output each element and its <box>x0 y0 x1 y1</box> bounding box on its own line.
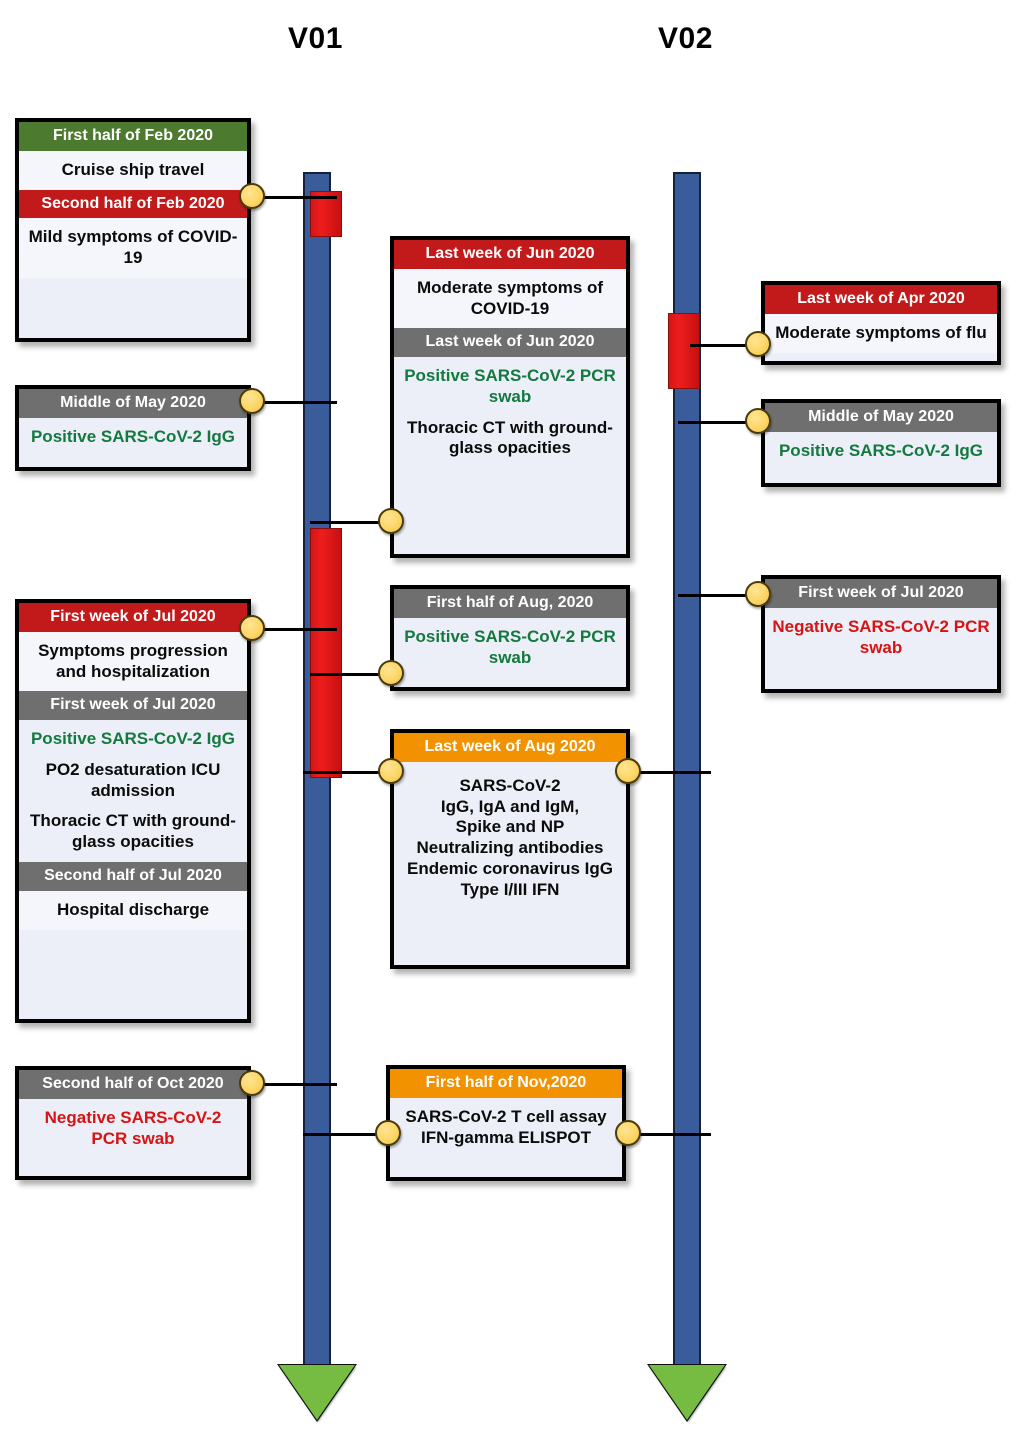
connector-node-mid-aug-last-right[interactable] <box>615 758 641 784</box>
connector-node-v01-feb[interactable] <box>239 183 265 209</box>
arrow-head-v02 <box>649 1365 725 1420</box>
card-body-assays: SARS-CoV-2 IgG, IgA and IgM, Spike and N… <box>394 761 626 910</box>
card-body-results: Positive SARS-CoV-2 PCR swab Thoracic CT… <box>394 357 626 469</box>
card-v01-feb[interactable]: First half of Feb 2020 Cruise ship trave… <box>15 118 251 342</box>
card-header-date: Middle of May 2020 <box>765 403 997 432</box>
connector-node-mid-aug-last-left[interactable] <box>378 758 404 784</box>
connector-node-mid-nov-left[interactable] <box>375 1120 401 1146</box>
connector-mid-jun <box>310 521 395 524</box>
connector-v01-feb <box>252 196 337 199</box>
card-v02-apr[interactable]: Last week of Apr 2020 Moderate symptoms … <box>761 281 1001 365</box>
card-header-date: First week of Jul 2020 <box>765 579 997 608</box>
timeline-segment-v01-jun-jul-illness <box>310 528 342 778</box>
card-header-date: First half of Nov,2020 <box>390 1069 622 1098</box>
card-body-event: Mild symptoms of COVID-19 <box>19 218 247 278</box>
card-v01-jul[interactable]: First week of Jul 2020 Symptoms progress… <box>15 599 251 1023</box>
card-body-event: Cruise ship travel <box>19 150 247 190</box>
card-body-event: Hospital discharge <box>19 890 247 930</box>
connector-v01-may <box>252 401 337 404</box>
connector-node-v02-may[interactable] <box>745 408 771 434</box>
card-mid-nov[interactable]: First half of Nov,2020 SARS-CoV-2 T cell… <box>386 1065 626 1181</box>
timeline-segment-v02-apr-flu <box>668 313 700 389</box>
connector-node-mid-aug-first[interactable] <box>378 660 404 686</box>
card-v01-oct[interactable]: Second half of Oct 2020 Negative SARS-Co… <box>15 1066 251 1180</box>
card-body-result: Positive SARS-CoV-2 PCR swab <box>394 617 626 678</box>
card-v02-jul[interactable]: First week of Jul 2020 Negative SARS-CoV… <box>761 575 1001 693</box>
card-header-date: Last week of Jun 2020 <box>394 328 626 358</box>
arrow-head-v01 <box>279 1365 355 1420</box>
connector-mid-aug-last-right <box>621 771 711 774</box>
card-header-date: First half of Aug, 2020 <box>394 589 626 618</box>
connector-v02-may <box>678 421 775 424</box>
connector-node-v02-jul[interactable] <box>745 581 771 607</box>
connector-mid-aug-first <box>310 673 395 676</box>
card-header-date: Second half of Oct 2020 <box>19 1070 247 1099</box>
connector-v02-apr <box>690 344 775 347</box>
card-body-result: Negative SARS-CoV-2 PCR swab <box>19 1098 247 1159</box>
card-header-date: Second half of Feb 2020 <box>19 189 247 219</box>
card-header-date: Last week of Jun 2020 <box>394 240 626 269</box>
connector-node-v01-oct[interactable] <box>239 1070 265 1096</box>
card-mid-aug-last[interactable]: Last week of Aug 2020 SARS-CoV-2 IgG, Ig… <box>390 729 630 969</box>
connector-node-v02-apr[interactable] <box>745 331 771 357</box>
card-v02-may[interactable]: Middle of May 2020 Positive SARS-CoV-2 I… <box>761 399 1001 487</box>
column-title-v01: V01 <box>288 22 343 55</box>
card-mid-aug-first[interactable]: First half of Aug, 2020 Positive SARS-Co… <box>390 585 630 691</box>
connector-node-v01-jul[interactable] <box>239 615 265 641</box>
card-body-result: Positive SARS-CoV-2 IgG <box>19 417 247 457</box>
card-body-results: Positive SARS-CoV-2 IgG PO2 desaturation… <box>19 720 247 862</box>
card-header-date: Last week of Apr 2020 <box>765 285 997 314</box>
connector-mid-nov-right <box>621 1133 711 1136</box>
connector-node-v01-may[interactable] <box>239 388 265 414</box>
connector-mid-aug-last-left <box>303 771 398 774</box>
card-header-date: First week of Jul 2020 <box>19 691 247 721</box>
connector-v01-jul <box>252 628 337 631</box>
connector-mid-nov-left <box>303 1133 398 1136</box>
card-mid-jun[interactable]: Last week of Jun 2020 Moderate symptoms … <box>390 236 630 558</box>
card-body-event: Symptoms progression and hospitalization <box>19 631 247 692</box>
connector-node-mid-jun[interactable] <box>378 508 404 534</box>
card-header-date: First half of Feb 2020 <box>19 122 247 151</box>
card-header-date: First week of Jul 2020 <box>19 603 247 632</box>
connector-v01-oct <box>252 1083 337 1086</box>
card-body-result: Negative SARS-CoV-2 PCR swab <box>765 607 997 668</box>
card-body-result: Positive SARS-CoV-2 IgG <box>765 431 997 471</box>
card-v01-may[interactable]: Middle of May 2020 Positive SARS-CoV-2 I… <box>15 385 251 471</box>
card-body-assays: SARS-CoV-2 T cell assay IFN-gamma ELISPO… <box>390 1097 622 1158</box>
connector-v02-jul <box>678 594 775 597</box>
card-body-event: Moderate symptoms of flu <box>765 313 997 353</box>
card-header-date: Second half of Jul 2020 <box>19 861 247 891</box>
card-header-date: Middle of May 2020 <box>19 389 247 418</box>
column-title-v02: V02 <box>658 22 713 55</box>
connector-node-mid-nov-right[interactable] <box>615 1120 641 1146</box>
card-header-date: Last week of Aug 2020 <box>394 733 626 762</box>
card-body-event: Moderate symptoms of COVID-19 <box>394 268 626 329</box>
